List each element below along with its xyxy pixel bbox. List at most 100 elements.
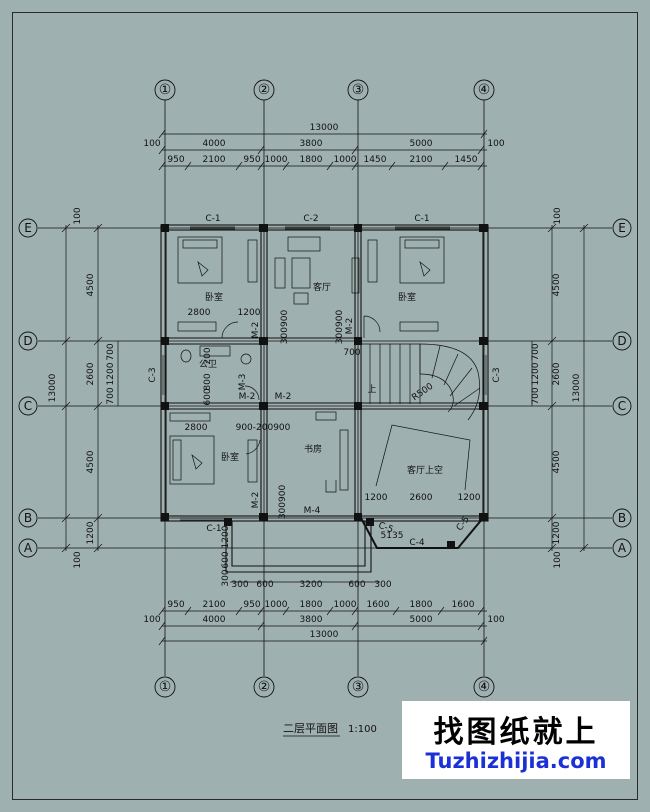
axis-label-E: E (24, 221, 32, 235)
right-bay-1: 4500 (552, 273, 562, 296)
inner-dim-2800-a: 2800 (188, 308, 211, 318)
inner-dim-2800-b: 2800 (185, 423, 208, 433)
right-edge-bottom: 100 (553, 551, 563, 568)
bottom-bay-1: 4000 (203, 615, 226, 625)
left-bay-3: 4500 (86, 450, 96, 473)
left-bay-2: 2600 (86, 362, 96, 385)
left-balcony-3: 1200 (221, 525, 231, 548)
mark-m4: M-4 (304, 506, 321, 516)
axis-label-B-right: B (618, 511, 626, 525)
room-label-living: 客厅 (313, 281, 331, 293)
inner-dim-2600: 2600 (410, 493, 433, 503)
bottom-detail-4: 1000 (265, 600, 288, 610)
top-detail-6: 1000 (334, 155, 357, 165)
left-balcony-2: 600 (221, 551, 231, 568)
top-overhang-right: 100 (487, 139, 504, 149)
right-detail-1: 700 (531, 343, 541, 360)
mark-m2-c: M-2 (239, 392, 256, 402)
top-detail-9: 1450 (455, 155, 478, 165)
axis-label-2-bottom: ② (258, 679, 271, 695)
bottom-bay-2: 3800 (300, 615, 323, 625)
bottom-detail-2: 2100 (203, 600, 226, 610)
left-edge-bottom: 100 (73, 551, 83, 568)
mark-c5-b: C-5 (455, 515, 472, 533)
drawing-title: 二层平面图 (283, 722, 338, 735)
inner-dim-800: 800 (203, 373, 213, 390)
right-bay-3: 4500 (552, 450, 562, 473)
balcony-dim-3: 3200 (300, 580, 323, 590)
balcony-dim-1: 300 (231, 580, 248, 590)
axis-label-C-right: C (618, 399, 626, 413)
inner-dim-900-200-900: 900-200900 (236, 423, 291, 433)
vertical-dimension-texts: 13000 100 4500 2600 4500 1200 100 700 12… (48, 207, 582, 586)
mark-m2-d: M-2 (275, 392, 292, 402)
inner-dim-300900-b: 300900 (335, 310, 345, 345)
top-detail-1: 950 (167, 155, 184, 165)
axis-label-1: ① (159, 82, 172, 98)
inner-dimension-texts: 2800 1200 300900 300900 200 800 600 700 … (185, 308, 481, 541)
room-label-bath: 公卫 (199, 359, 217, 370)
bottom-detail-3: 950 (243, 600, 260, 610)
mark-c1-a: C-1 (205, 214, 220, 224)
left-detail-1: 700 (106, 343, 116, 360)
right-detail-2: 1200 (531, 362, 541, 385)
axis-label-B: B (24, 511, 32, 525)
inner-dim-700: 700 (343, 348, 360, 358)
mark-m3: M-3 (238, 374, 248, 391)
left-bay-4: 1200 (86, 521, 96, 544)
room-label-bedroom-3: 卧室 (221, 451, 239, 463)
room-label-bedroom-1: 卧室 (205, 291, 223, 303)
dimension-texts: 13000 100 100 4000 3800 5000 950 2100 95… (143, 123, 504, 640)
top-bay-1: 4000 (203, 139, 226, 149)
right-total-dim: 13000 (572, 373, 582, 402)
left-bay-1: 4500 (86, 273, 96, 296)
inner-dim-600: 600 (203, 388, 213, 405)
watermark-line-1: 找图纸就上 (433, 715, 599, 750)
bottom-detail-6: 1000 (334, 600, 357, 610)
bottom-detail-8: 1800 (410, 600, 433, 610)
right-bay-2: 2600 (552, 362, 562, 385)
left-total-dim: 13000 (48, 373, 58, 402)
axis-bubbles-bottom: ① ② ③ ④ (154, 676, 495, 698)
furniture (169, 236, 481, 493)
bottom-overhang-left: 100 (143, 615, 160, 625)
bottom-detail-5: 1800 (300, 600, 323, 610)
dimension-lines (61, 129, 589, 646)
top-bay-3: 5000 (410, 139, 433, 149)
top-total-dim: 13000 (310, 123, 339, 133)
mark-c2: C-2 (303, 214, 318, 224)
drawing-title-block: 二层平面图 1:100 (283, 722, 377, 737)
top-detail-2: 2100 (203, 155, 226, 165)
bottom-total-dim: 13000 (310, 630, 339, 640)
bottom-bay-3: 5000 (410, 615, 433, 625)
axis-label-3-bottom: ③ (352, 679, 365, 695)
inner-dim-300900-c: 300900 (278, 485, 288, 520)
balcony-dim-2: 600 (256, 580, 273, 590)
top-detail-8: 2100 (410, 155, 433, 165)
inner-dim-300900-a: 300900 (280, 310, 290, 345)
watermark-logo: 找图纸就上 Tuzhizhijia.com (402, 701, 630, 779)
mark-c3-right: C-3 (492, 367, 502, 382)
axis-bubbles-left: E D C B A (18, 218, 38, 558)
left-detail-2: 1200 (106, 362, 116, 385)
left-edge-top: 100 (73, 207, 83, 224)
axis-label-4: ④ (478, 82, 491, 98)
stair-radius-label: R500 (410, 381, 435, 403)
axis-label-2: ② (258, 82, 271, 98)
mark-m2-a: M-2 (251, 322, 261, 339)
right-detail-3: 700 (531, 387, 541, 404)
bottom-detail-1: 950 (167, 600, 184, 610)
left-detail-3: 700 (106, 387, 116, 404)
watermark-line-2: Tuzhizhijia.com (425, 749, 607, 773)
mark-c5-a: C-5 (377, 521, 395, 536)
room-label-bedroom-2: 卧室 (398, 291, 416, 303)
balcony-dim-5: 300 (374, 580, 391, 590)
axis-label-E-right: E (618, 221, 626, 235)
room-label-void: 客厅上空 (407, 464, 443, 476)
top-detail-7: 1450 (364, 155, 387, 165)
top-detail-4: 1000 (265, 155, 288, 165)
mark-c3-left: C-3 (148, 367, 158, 382)
columns (161, 224, 488, 549)
